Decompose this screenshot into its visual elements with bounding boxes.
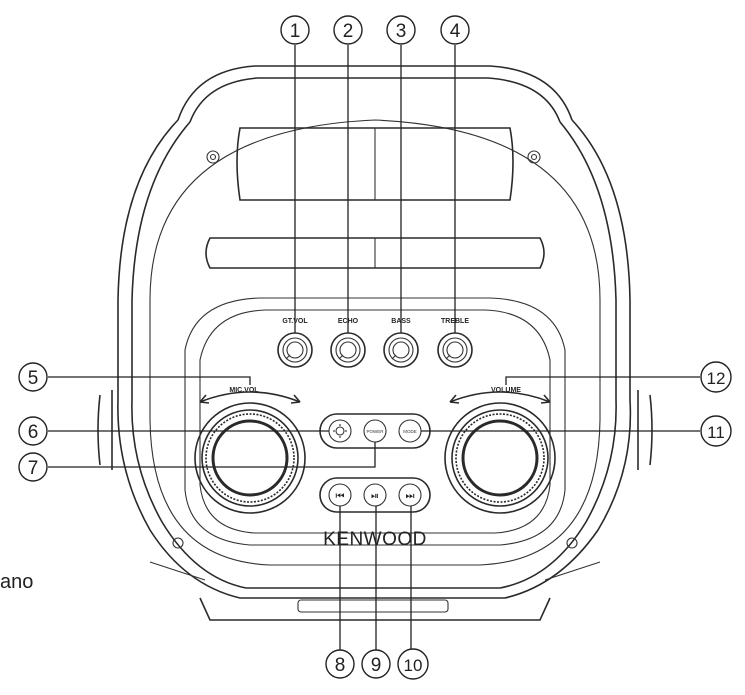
speaker-body — [97, 65, 653, 621]
callout-12-label: 12 — [707, 369, 726, 388]
playback-buttons: ⏮ ⏯ ⏭ — [319, 477, 431, 513]
power-button-label: POWER — [366, 429, 384, 434]
callout-7-label: 7 — [28, 458, 39, 479]
callout-2: 2 — [333, 15, 363, 45]
callout-2-label: 2 — [343, 21, 354, 42]
play-pause-icon: ⏯ — [371, 491, 379, 502]
light-button[interactable] — [328, 419, 352, 443]
display-window — [206, 127, 541, 201]
treble-knob[interactable] — [437, 332, 473, 368]
callout-10-label: 10 — [404, 656, 423, 675]
callout-5-label: 5 — [28, 368, 39, 389]
light-icon — [335, 426, 345, 436]
callout-11: 11 — [700, 415, 732, 447]
callout-3-label: 3 — [396, 21, 407, 42]
callout-1: 1 — [280, 15, 310, 45]
callout-4: 4 — [440, 15, 470, 45]
side-text: ano — [0, 571, 33, 593]
callout-8-label: 8 — [335, 655, 346, 676]
volume-dial[interactable] — [444, 391, 556, 514]
callout-6: 6 — [18, 416, 48, 446]
speaker-slot — [205, 237, 545, 269]
next-button[interactable]: ⏭ — [398, 483, 422, 507]
control-panel — [172, 297, 578, 549]
callout-9: 9 — [361, 649, 391, 679]
mode-button-label: MODE — [403, 429, 417, 434]
callout-3: 3 — [386, 15, 416, 45]
callout-10: 10 — [397, 648, 429, 680]
top-knobs: GT.VOL ECHO BASS TREBLE — [277, 318, 473, 368]
callout-11-label: 11 — [707, 423, 725, 442]
callout-9-label: 9 — [371, 655, 382, 676]
bass-knob[interactable] — [383, 332, 419, 368]
callout-7: 7 — [18, 452, 48, 482]
mode-button[interactable]: MODE — [398, 419, 422, 443]
prev-button[interactable]: ⏮ — [328, 483, 352, 507]
gt-vol-knob[interactable] — [277, 332, 313, 368]
mic-vol-label: MIC.VOL — [229, 387, 259, 394]
callout-4-label: 4 — [450, 21, 461, 42]
callout-8: 8 — [325, 649, 355, 679]
next-icon: ⏭ — [406, 491, 415, 502]
play-pause-button[interactable]: ⏯ — [363, 483, 387, 507]
callout-6-label: 6 — [28, 422, 39, 443]
callout-12: 12 — [700, 361, 732, 393]
mic-vol-dial[interactable] — [194, 391, 306, 514]
prev-icon: ⏮ — [336, 491, 345, 502]
brand-logo: KENWOOD — [323, 529, 427, 550]
callout-1-label: 1 — [290, 21, 301, 42]
echo-knob[interactable] — [330, 332, 366, 368]
volume-label: VOLUME — [491, 387, 521, 394]
callout-5: 5 — [18, 362, 48, 392]
leader-lines — [48, 45, 700, 650]
power-button[interactable]: POWER — [363, 419, 387, 443]
